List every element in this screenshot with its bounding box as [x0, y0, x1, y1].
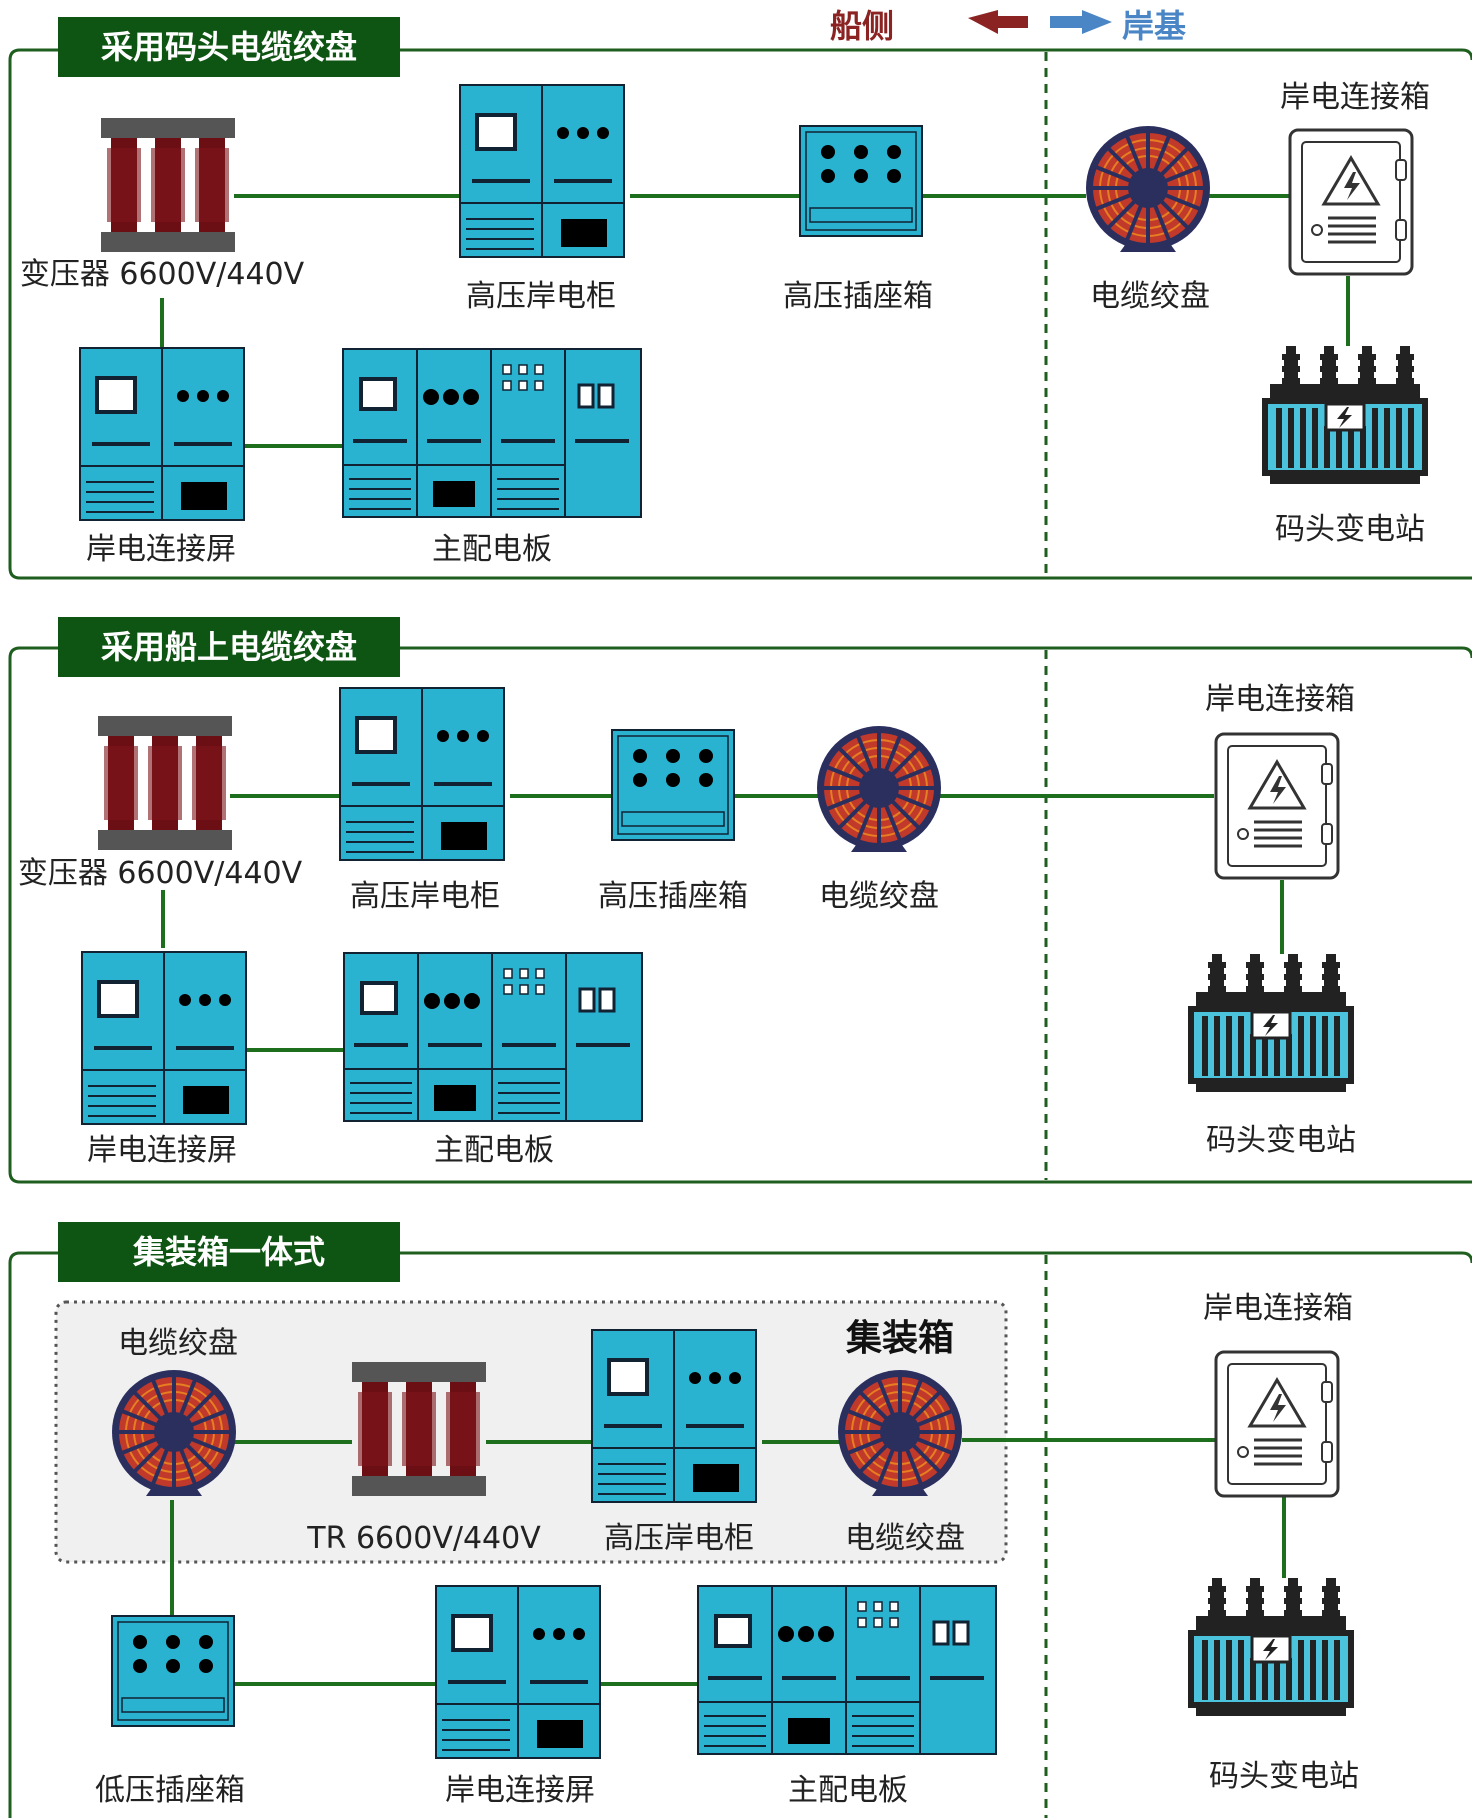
transformer-label: 变压器 6600V/440V	[18, 856, 303, 891]
substation-label: 码头变电站	[1275, 512, 1425, 547]
transformer-icon	[98, 716, 232, 850]
hv-socket-box-icon	[611, 729, 735, 841]
connect-screen-label: 岸电连接屏	[87, 1133, 237, 1168]
transformer-label: TR 6600V/440V	[306, 1521, 541, 1556]
shore-box-label: 岸电连接箱	[1205, 682, 1355, 717]
hv-cabinet-label: 高压岸电柜	[604, 1521, 754, 1556]
main-switchboard-icon	[341, 347, 643, 519]
transformer-icon	[101, 118, 235, 252]
cable-reel-label: 电缆绞盘	[819, 879, 939, 914]
lv-socket-label: 低压插座箱	[95, 1773, 245, 1808]
container-region	[54, 1300, 1008, 1564]
main-switchboard-label: 主配电板	[788, 1773, 908, 1808]
hv-shore-cabinet-icon	[590, 1328, 758, 1504]
main-switchboard-icon	[342, 951, 644, 1123]
arrow-left-icon	[968, 10, 1028, 34]
quay-substation-icon	[1186, 952, 1356, 1094]
hv-socket-label: 高压插座箱	[598, 879, 748, 914]
hv-socket-label: 高压插座箱	[783, 279, 933, 314]
container-label: 集装箱	[845, 1318, 954, 1359]
panel-title-tab	[58, 1222, 400, 1282]
substation-label: 码头变电站	[1209, 1759, 1359, 1794]
legend: 船侧 岸基	[830, 7, 1186, 45]
transformer-label: 变压器 6600V/440V	[20, 257, 305, 292]
hv-socket-box-icon	[799, 125, 923, 237]
panel-title-tab	[58, 617, 400, 677]
panel-ship-cable-reel: 采用船上电缆绞盘 变压器 6600V/440V 高压岸电柜 高压插座箱 电缆绞盘…	[8, 617, 1472, 1184]
shore-connection-box-icon	[1214, 1350, 1340, 1498]
panel-container-integrated: 集装箱一体式 集装箱 电缆绞盘 TR 6600V/440V 高压岸电柜 电缆绞盘…	[8, 1222, 1472, 1818]
hv-shore-cabinet-icon	[338, 686, 506, 862]
connect-screen-label: 岸电连接屏	[445, 1773, 595, 1808]
legend-ship-side: 船侧	[830, 7, 894, 45]
shore-connection-screen-icon	[434, 1584, 602, 1760]
shore-connection-screen-icon	[78, 346, 246, 522]
cable-reel-icon	[1084, 124, 1212, 254]
quay-substation-icon	[1186, 1576, 1356, 1718]
cable-reel-label: 电缆绞盘	[1090, 279, 1210, 314]
main-switchboard-icon	[696, 1584, 998, 1756]
panel-title-tab	[58, 17, 400, 77]
panel-title: 集装箱一体式	[132, 1233, 325, 1271]
panel-title: 采用船上电缆绞盘	[101, 628, 357, 666]
hv-cabinet-label: 高压岸电柜	[466, 279, 616, 314]
connect-screen-label: 岸电连接屏	[86, 532, 236, 567]
lv-socket-box-icon	[111, 1615, 235, 1727]
main-switchboard-label: 主配电板	[432, 532, 552, 567]
transformer-icon	[352, 1362, 486, 1496]
quay-substation-icon	[1260, 344, 1430, 486]
cable-reel-left-label: 电缆绞盘	[118, 1326, 238, 1361]
shore-connection-box-icon	[1288, 128, 1414, 276]
shore-box-label: 岸电连接箱	[1203, 1291, 1353, 1326]
hv-shore-cabinet-icon	[458, 83, 626, 259]
legend-shore-side: 岸基	[1122, 7, 1186, 45]
substation-label: 码头变电站	[1206, 1123, 1356, 1158]
panel-quay-cable-reel: 采用码头电缆绞盘 变压器 6600V/440V 高压岸电柜 高压插座箱 电缆绞盘…	[8, 17, 1472, 580]
shore-connection-screen-icon	[80, 950, 248, 1126]
hv-cabinet-label: 高压岸电柜	[350, 879, 500, 914]
shore-box-label: 岸电连接箱	[1280, 80, 1430, 115]
panel-title: 采用码头电缆绞盘	[101, 28, 357, 66]
cable-reel-right-label: 电缆绞盘	[845, 1521, 965, 1556]
main-switchboard-label: 主配电板	[434, 1133, 554, 1168]
arrow-right-icon	[1050, 10, 1112, 34]
shore-connection-box-icon	[1214, 732, 1340, 880]
cable-reel-icon	[815, 724, 943, 854]
